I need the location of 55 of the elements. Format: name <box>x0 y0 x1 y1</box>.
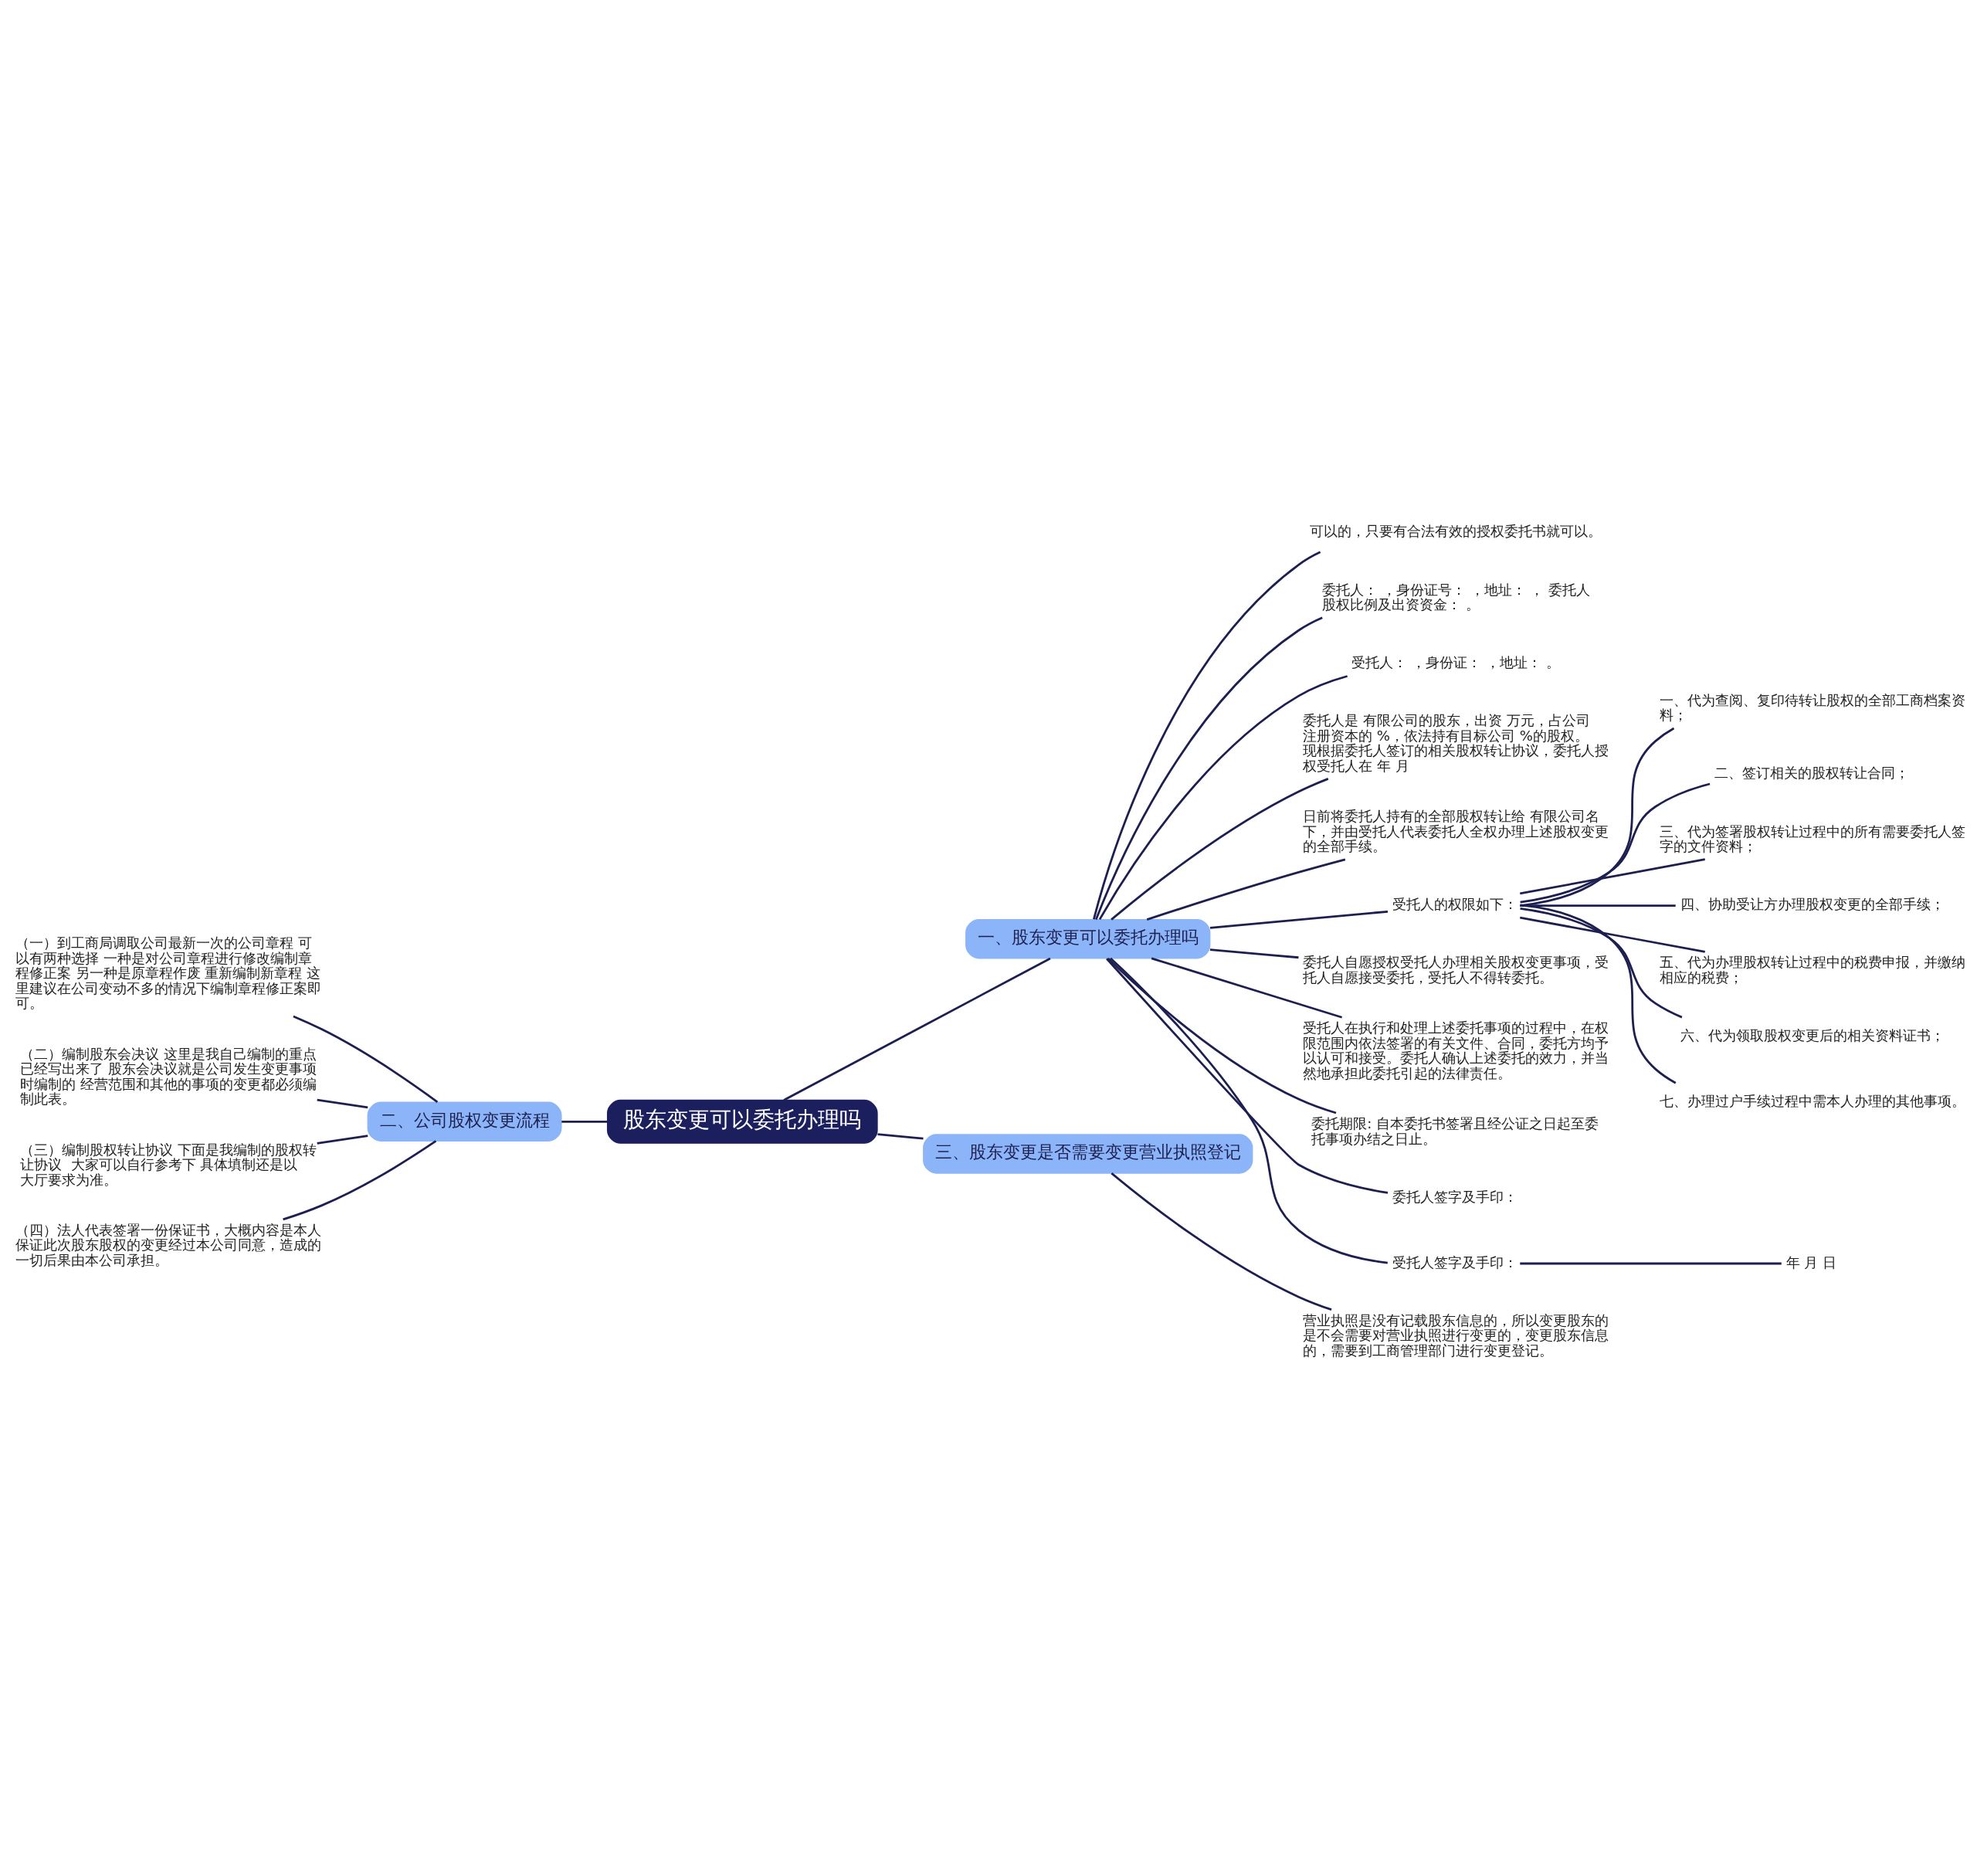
node-box: 股东变更可以委托办理吗 <box>606 1099 878 1144</box>
node-text: 委托人： ，身份证号： ，地址： ， 委托人股权比例及出资资金： 。 <box>1322 581 1591 612</box>
connector <box>1111 1172 1332 1311</box>
node-text: 年 月 日 <box>1785 1253 1837 1270</box>
node-text: 委托人是 有限公司的股东，出资 万元，占公司注册资本的 %，依法持有目标公司 %的股权。现根据委托人签订的相关股权转让协议，委托人授权受托人在 年 月 <box>1303 711 1609 774</box>
connector <box>283 1139 437 1220</box>
connector <box>783 957 1051 1101</box>
node-text: 一、代为查阅、复印待转让股权的全部工商档案资料； <box>1660 691 1966 723</box>
connector <box>317 1134 368 1145</box>
node-text: 营业执照是没有记载股东信息的，所以变更股东的是不会需要对营业执照进行变更的，变更股东信息的，需要到工商管理部门进行变更登记。 <box>1303 1311 1609 1359</box>
connector <box>1520 857 1705 894</box>
node-text: 受托人： ，身份证： ，地址： 。 <box>1351 653 1560 670</box>
node-text: 委托人自愿授权受托人办理相关股权变更事项，受托人自愿接受委托，受托人不得转委托。 <box>1303 953 1609 985</box>
node-text: （三）编制股权转让协议 下面是我编制的股权转让协议 大家可以自行参考下 具体填制还是以大厅要求为准。 <box>20 1141 317 1188</box>
connector <box>1520 904 1677 1084</box>
node-text: 受托人签字及手印： <box>1392 1253 1518 1270</box>
node-text: （四）法人代表签署一份保证书，大概内容是本人保证此次股东股权的变更经过本公司同意，造成的一切后果由本公司承担。 <box>15 1221 321 1268</box>
node-text: 七、办理过户手续过程中需本人办理的其他事项。 <box>1660 1092 1966 1109</box>
node-text: 委托期限: 自本委托书签署且经公证之日起至委托事项办结之日止。 <box>1311 1114 1599 1147</box>
node-text: 受托人在执行和处理上述委托事项的过程中，在权限范围内依法签署的有关文件、合同，委托方均予以认可和接受。委托人确认上述委托的效力，并当然地承担此委托引起的法律责任。 <box>1303 1019 1609 1081</box>
node-text: （一）到工商局调取公司最新一次的公司章程 可以有两种选择 一种是对公司章程进行修改编制章程修正案 另一种是原章程作废 重新编制新章程 这里建议在公司变动不多的情况下编制章程修正案即可。 <box>15 934 321 1011</box>
connector <box>1151 957 1343 1019</box>
connector <box>1520 782 1711 903</box>
connector <box>1107 957 1337 1114</box>
node-box: 一、股东变更可以委托办理吗 <box>965 918 1211 958</box>
connector <box>1093 551 1321 919</box>
connector <box>1146 857 1346 921</box>
node-text: 六、代为领取股权变更后的相关资料证书； <box>1680 1026 1945 1043</box>
connector <box>1110 957 1388 1264</box>
node-text: 四、协助受让方办理股权变更的全部手续； <box>1680 895 1945 912</box>
connector <box>1111 777 1329 921</box>
node-text: 委托人签字及手印： <box>1392 1188 1518 1205</box>
connector <box>1209 948 1299 958</box>
connector <box>1209 910 1389 929</box>
connector <box>1520 904 1676 907</box>
node-text: 二、签订相关的股权转让合同； <box>1714 764 1910 781</box>
node-box: 二、公司股权变更流程 <box>367 1101 562 1142</box>
connector <box>1098 674 1348 920</box>
connector <box>1095 616 1323 920</box>
connector <box>1520 727 1675 907</box>
node-text: 日前将委托人持有的全部股权转让给 有限公司名下，并由受托人代表委托人全权办理上述股权变更的全部手续。 <box>1303 807 1609 854</box>
connector <box>293 1015 439 1103</box>
node-text: 三、代为签署股权转让过程中的所有需要委托人签字的文件资料； <box>1660 823 1966 854</box>
connector <box>1520 907 1683 1018</box>
node-text: （二）编制股东会决议 这里是我自己编制的重点已经写出来了 股东会决议就是公司发生变更事项时编制的 经营范围和其他的事项的变更都必须编制此表。 <box>20 1045 317 1107</box>
connector <box>1520 916 1705 953</box>
connector <box>877 1132 924 1140</box>
node-text: 五、代为办理股权转让过程中的税费申报，并缴纳相应的税费； <box>1660 953 1966 985</box>
connector <box>1520 1262 1782 1264</box>
connector <box>561 1120 608 1123</box>
node-box: 三、股东变更是否需要变更营业执照登记 <box>923 1133 1253 1174</box>
connector <box>317 1098 368 1108</box>
connector <box>1106 957 1389 1194</box>
node-text: 受托人的权限如下： <box>1392 895 1518 912</box>
node-text: 可以的，只要有合法有效的授权委托书就可以。 <box>1310 522 1602 539</box>
